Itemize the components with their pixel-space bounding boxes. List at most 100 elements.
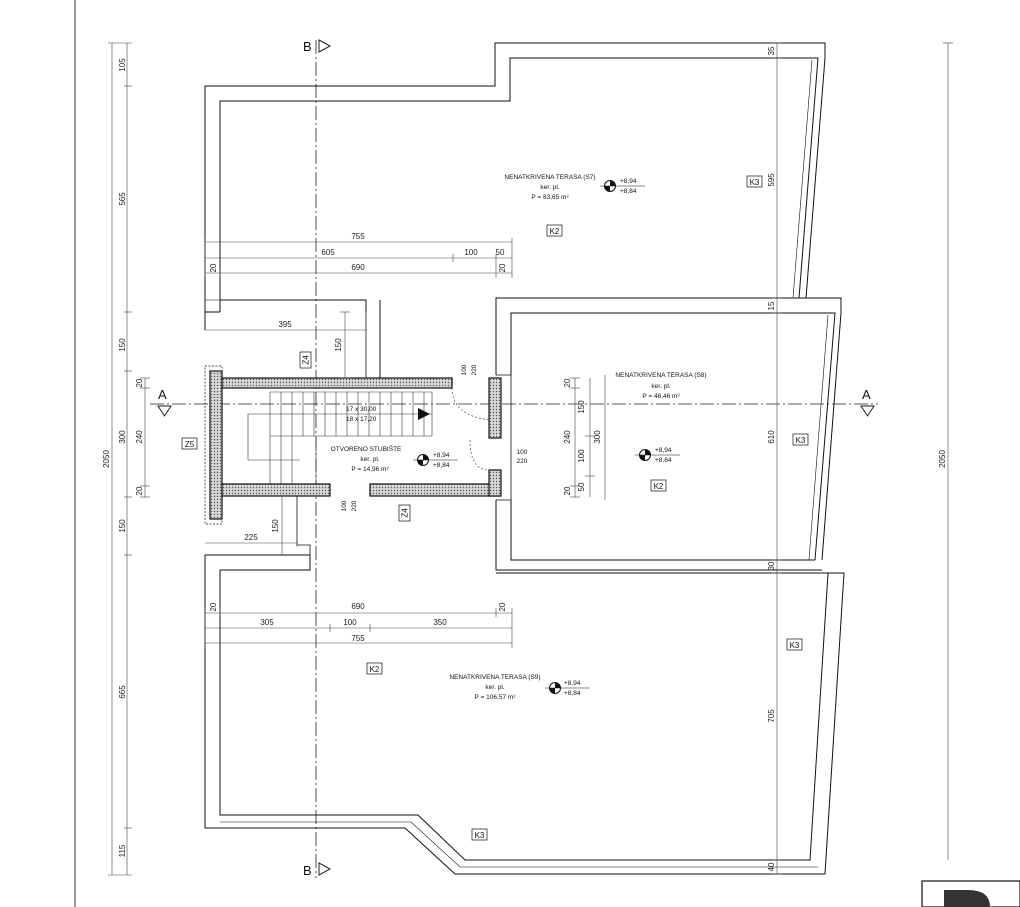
door-2-width: 100	[517, 449, 528, 456]
dim-top-605: 605	[321, 248, 335, 257]
section-marker-b-top: B	[303, 39, 332, 54]
dim-left-inner-20a: 20	[135, 378, 144, 387]
section-marker-a-right: A	[860, 387, 875, 417]
dim-s8-50: 50	[577, 482, 586, 491]
dim-left-565: 565	[118, 192, 127, 206]
dim-bot-690: 690	[351, 602, 365, 611]
door-3-width: 100	[341, 500, 348, 511]
level-marker-s7	[600, 180, 645, 192]
dim-bot-755: 755	[351, 634, 365, 643]
section-a-label-right: A	[862, 387, 871, 402]
dim-right-total: 2050	[938, 450, 947, 468]
dim-right-15: 15	[767, 301, 776, 310]
dim-left-300: 300	[118, 430, 127, 444]
door-1-width: 100	[461, 364, 468, 375]
stairs-level-top: +8,94	[433, 452, 450, 459]
dim-left-inner-20b: 20	[135, 486, 144, 495]
tag-boxes	[181, 175, 809, 841]
dim-right-35: 35	[767, 46, 776, 55]
tag-z4-top: Z4	[302, 355, 311, 365]
section-b-label-bottom: B	[303, 863, 312, 878]
dimension-lines	[108, 42, 953, 876]
tag-k3-s9-bottom: K3	[475, 831, 485, 840]
dim-150-upper: 150	[334, 338, 343, 352]
dim-s8-100: 100	[577, 449, 586, 463]
s8-floor: ker. pl.	[651, 383, 670, 390]
s9-level-top: +8,94	[564, 680, 581, 687]
door-2-height: 220	[517, 458, 528, 465]
stairs-area: P = 14,96 m²	[351, 466, 389, 473]
dim-right-705: 705	[767, 709, 776, 723]
dim-s8-240: 240	[563, 430, 572, 444]
dim-top-20b: 20	[498, 263, 507, 272]
terrace-s8-walls	[495, 297, 842, 571]
stairs-steps-1: 17 x 30,00	[346, 406, 377, 413]
door-3-height: 220	[351, 500, 358, 511]
s7-name: NENATKRIVENA TERASA (S7)	[504, 174, 595, 181]
s7-level-top: +8,94	[620, 178, 637, 185]
s7-level-bottom: +8,84	[620, 188, 637, 195]
dim-150-lower: 150	[271, 519, 280, 533]
s8-name: NENATKRIVENA TERASA (S8)	[615, 372, 706, 379]
terrace-s9-walls	[204, 554, 845, 875]
stairs-steps-2: 18 x 17,20	[346, 416, 377, 423]
s8-level-bottom: +8,84	[655, 457, 672, 464]
dim-right-40: 40	[767, 862, 776, 871]
stairs-floor: ker. pl.	[360, 456, 379, 463]
dim-top-755: 755	[351, 232, 365, 241]
dim-top-690: 690	[351, 263, 365, 272]
dim-225: 225	[244, 533, 258, 542]
section-b-label-top: B	[303, 39, 312, 54]
dim-bot-305: 305	[260, 618, 274, 627]
dim-bot-20a: 20	[209, 602, 218, 611]
dim-top-20a: 20	[209, 263, 218, 272]
dim-top-100: 100	[464, 248, 478, 257]
dim-s8-20a: 20	[563, 378, 572, 387]
dim-left-105: 105	[118, 58, 127, 72]
dim-left-inner-240: 240	[135, 430, 144, 444]
tag-k2-s7: K2	[550, 227, 560, 236]
section-marker-a-left: A	[157, 387, 172, 417]
s9-area: P = 106,57 m²	[475, 694, 517, 701]
dim-left-total: 2050	[102, 450, 111, 468]
s9-name: NENATKRIVENA TERASA (S9)	[449, 674, 540, 681]
s9-floor: ker. pl.	[485, 684, 504, 691]
s8-area: P = 46,46 m²	[642, 393, 680, 400]
tag-z4-bottom: Z4	[401, 508, 410, 518]
dim-left-115: 115	[118, 844, 127, 857]
stairs-level-bottom: +8,84	[433, 462, 450, 469]
door-1-height: 220	[471, 364, 478, 375]
dim-left-150b: 150	[118, 519, 127, 533]
dim-right-30: 30	[767, 561, 776, 570]
dim-right-610: 610	[767, 430, 776, 444]
tag-k2-s9: K2	[370, 665, 380, 674]
s7-area: P = 83,65 m²	[531, 194, 569, 201]
level-marker-s8	[635, 449, 680, 461]
tag-z5: Z5	[185, 440, 195, 449]
tag-k3-s8: K3	[796, 436, 806, 445]
s9-level-bottom: +8,84	[564, 690, 581, 697]
level-marker-s9	[545, 682, 590, 694]
dim-395: 395	[278, 320, 292, 329]
dim-bot-20b: 20	[498, 602, 507, 611]
s7-floor: ker. pl.	[540, 184, 559, 191]
tag-k3-s9-right: K3	[790, 641, 800, 650]
tag-k3-s7: K3	[750, 178, 760, 187]
dim-right-595: 595	[767, 173, 776, 187]
tag-k2-s8: K2	[654, 482, 664, 491]
dim-s8-300: 300	[593, 430, 602, 444]
dim-left-150a: 150	[118, 338, 127, 352]
dim-s8-150: 150	[577, 400, 586, 414]
title-block	[921, 880, 1020, 907]
dim-bot-100: 100	[343, 618, 357, 627]
level-marker-stairs	[413, 454, 458, 466]
s8-level-top: +8,94	[655, 447, 672, 454]
dim-bot-350: 350	[433, 618, 447, 627]
section-marker-b-bottom: B	[303, 862, 332, 878]
stairs-name: OTVORENO STUBIŠTE	[331, 444, 402, 453]
dim-s8-20b: 20	[563, 486, 572, 495]
section-a-label-left: A	[158, 387, 167, 402]
dim-top-50: 50	[496, 248, 505, 257]
terrace-s7-walls	[204, 42, 826, 378]
